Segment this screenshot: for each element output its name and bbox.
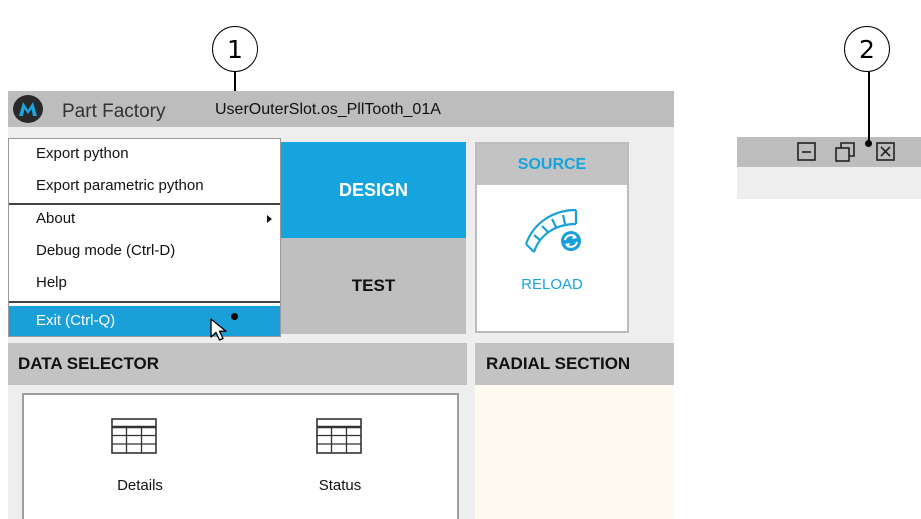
data-selector-header: [8, 343, 467, 385]
status-table-icon[interactable]: [316, 418, 362, 454]
reload-part-icon[interactable]: [520, 200, 586, 258]
menu-separator: [9, 301, 280, 303]
design-tab[interactable]: DESIGN: [281, 142, 466, 238]
menu-item-export-parametric-python[interactable]: Export parametric python: [36, 177, 204, 194]
mouse-cursor-icon: [210, 318, 227, 341]
close-icon[interactable]: [874, 140, 898, 164]
details-table-icon[interactable]: [111, 418, 157, 454]
reload-button[interactable]: RELOAD: [521, 276, 583, 293]
callout-2-leader: [868, 72, 870, 144]
app-name[interactable]: Part Factory: [62, 101, 166, 122]
title-bar: [8, 91, 674, 127]
data-selector-title: DATA SELECTOR: [18, 354, 160, 373]
callout-2-pointer-dot: [865, 140, 872, 147]
radial-section-title: RADIAL SECTION: [486, 354, 631, 373]
test-tab-label: TEST: [351, 276, 396, 295]
details-label[interactable]: Details: [117, 477, 163, 494]
window-controls-bar: [737, 137, 921, 167]
menu-item-exit[interactable]: Exit (Ctrl-Q): [9, 306, 280, 336]
callout-1-pointer-dot: [231, 313, 238, 320]
menu-item-about-label: About: [36, 210, 76, 227]
minimize-icon[interactable]: [795, 140, 819, 164]
design-tab-label: DESIGN: [338, 179, 408, 200]
callout-2: 2: [844, 26, 890, 72]
callout-1: 1: [212, 26, 258, 72]
callout-2-number: 2: [859, 34, 875, 64]
menu-item-export-python[interactable]: Export python: [36, 145, 129, 162]
callout-1-number: 1: [227, 34, 243, 64]
menu-item-help[interactable]: Help: [36, 274, 67, 291]
status-label[interactable]: Status: [318, 477, 362, 494]
app-menu: Export python Export parametric python A…: [8, 138, 281, 337]
menu-item-debug-mode[interactable]: Debug mode (Ctrl-D): [36, 242, 176, 259]
about-submenu-arrow-icon: [267, 215, 272, 223]
file-name: UserOuterSlot.os_PllTooth_01A: [215, 101, 441, 118]
menu-item-about[interactable]: About: [9, 206, 280, 232]
menu-separator: [9, 203, 280, 205]
radial-section-header: [475, 343, 674, 385]
test-tab[interactable]: TEST: [281, 238, 466, 334]
window-controls-strip: [737, 167, 921, 199]
data-selector-body: [22, 393, 459, 519]
radial-section-body: [475, 385, 674, 519]
source-title: SOURCE: [477, 144, 627, 185]
part-factory-logo-icon[interactable]: [12, 94, 44, 124]
restore-icon[interactable]: [833, 140, 861, 164]
